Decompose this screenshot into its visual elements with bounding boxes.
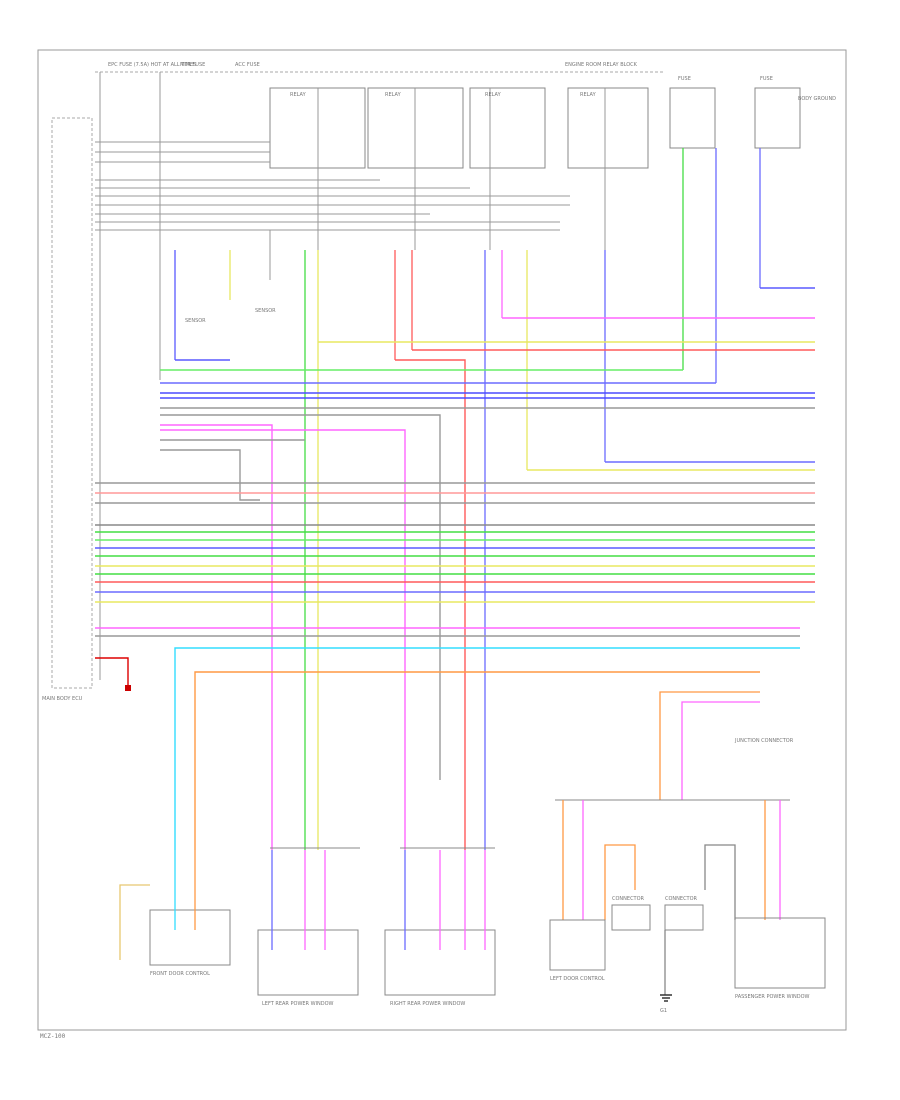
label-connector-2: CONNECTOR [665,896,698,902]
box-connector-1 [611,904,651,931]
label-fuse-r1: FUSE [678,76,691,82]
footer-code: MCZ-100 [40,1033,66,1040]
wire-orange-h1 [194,671,760,850]
wire-red-h2 [395,359,466,850]
box-connector-2 [664,904,704,931]
label-relay-1: RELAY [290,92,307,98]
box-passenger-ctrl [734,917,826,989]
wire-pink-h3 [160,429,406,850]
box-front-door-ctrl [149,909,231,966]
top-bus-lines [95,141,570,231]
label-lft-door-ctrl: LEFT DOOR CONTROL [550,976,605,982]
label-top-left-b: MTR FUSE [180,62,205,68]
wire-pink-j [681,701,760,800]
relay-box-3 [469,87,546,169]
label-front-door-ctrl: FRONT DOOR CONTROL [150,971,210,977]
lower-component-boxes [149,904,826,996]
label-rgt-rear-power: RIGHT REAR POWER WINDOW [390,1001,465,1007]
vertical-gray-wires [99,72,606,680]
fuse-box-r1 [669,87,716,149]
label-ground-g1: G1 [660,1008,667,1014]
ground-symbol [660,994,672,1002]
box-left-door-ctrl [549,919,606,971]
left-ecu-dashed-box [51,117,93,689]
label-fuse-r2: FUSE [760,76,773,82]
label-relay-3: RELAY [485,92,502,98]
wire-orange-j [659,691,760,800]
label-passenger-ctrl: PASSENGER POWER WINDOW [735,994,810,1000]
label-junction-r: JUNCTION CONNECTOR [734,738,794,744]
ground-red-marker [125,685,131,691]
label-top-left-c: ACC FUSE [235,62,260,68]
label-relay-2: RELAY [385,92,402,98]
diagram-border [37,49,847,1031]
label-lft-rear-power: LEFT REAR POWER WINDOW [262,1001,334,1007]
colored-vertical-wires-top [174,148,761,850]
label-connector-1: CONNECTOR [612,896,645,902]
junction-lower-right [555,691,790,920]
label-sensor-a: SENSOR [185,318,206,324]
relay-group [269,87,801,169]
lower-wires [119,847,666,995]
label-sensor-b: SENSOR [255,308,276,314]
fuse-box-r2 [754,87,801,149]
label-relay-4: RELAY [580,92,597,98]
wire-pink-h2 [160,424,273,850]
wire-gray-h2 [160,414,441,780]
wire-cyan-h1 [174,647,800,850]
label-right-note: BODY GROUND [798,96,836,102]
colored-horizontal-wires [95,287,815,850]
label-ecu-main: MAIN BODY ECU [42,696,83,702]
label-top-right-header: ENGINE ROOM RELAY BLOCK [565,62,638,68]
wire-gray-h4 [160,449,260,501]
wire-gray-loop [704,844,736,920]
wire-orange-loop [604,844,636,920]
wire-red-short [95,657,129,688]
relay-box-4 [567,87,649,169]
label-top-left-a: EPC FUSE (7.5A) HOT AT ALL TIMES [108,62,196,68]
box-left-rear-window [257,929,359,996]
